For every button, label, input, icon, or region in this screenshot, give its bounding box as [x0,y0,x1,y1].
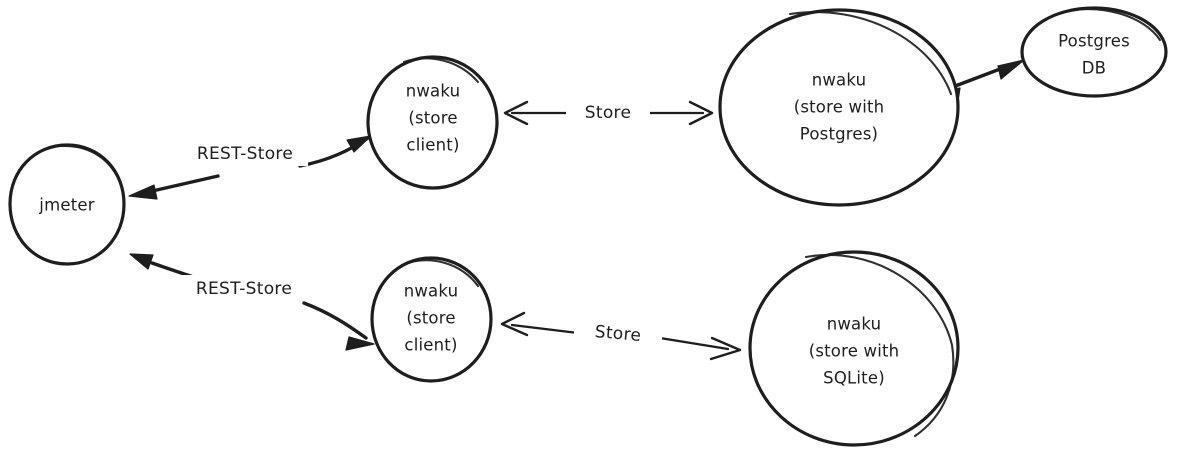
edge-store-bottom[interactable]: Store [500,311,742,361]
node-nwaku-store-sqlite-label-line-0: nwaku [827,315,882,334]
node-nwaku-store-sqlite-label-line-1: (store with [809,342,900,361]
node-jmeter-overdraw [60,144,119,178]
node-nwaku-store-postgres-label-line-1: (store with [794,98,885,117]
node-jmeter[interactable]: jmeter [8,143,126,266]
node-postgres-db[interactable]: Postgres DB [1020,6,1168,98]
node-nwaku-store-postgres-overdraw [788,11,953,96]
node-nwaku-store-sqlite-overdraw [804,253,955,438]
node-postgres-db-shape [1020,6,1168,98]
node-nwaku-store-client-bottom-shape [370,256,493,383]
edge-store-bottom-line-right [658,336,730,351]
edge-rest-store-bottom[interactable]: REST-Store [129,253,375,351]
node-nwaku-store-postgres-label-line-0: nwaku [812,71,867,90]
node-nwaku-store-sqlite-shape [748,250,960,447]
edge-rest-store-top-arrowhead-left [128,184,158,200]
node-nwaku-store-client-bottom-label-line-2: client) [404,336,457,355]
node-nwaku-store-client-top-overdraw [402,57,480,84]
edge-rest-store-bottom-arrowhead-right [345,336,375,351]
node-nwaku-store-client-bottom-overdraw [400,259,480,288]
edge-rest-store-top-label-bg [182,140,308,166]
edge-store-bottom-arrowhead-right [709,336,742,361]
node-jmeter-shape [8,143,126,266]
edge-rest-store-bottom-line-right [302,301,368,340]
node-nwaku-store-postgres-shape [718,8,960,207]
node-nwaku-store-client-bottom-label-line-1: (store [406,309,455,328]
edge-store-top-arrowhead-left [503,100,529,126]
node-nwaku-store-client-top-label-line-1: (store [408,109,457,128]
node-postgres-db-label-line-1: DB [1082,59,1106,78]
node-jmeter-label-line-0: jmeter [38,196,94,215]
node-nwaku-store-client-bottom-label-line-0: nwaku [404,282,459,301]
edge-store-bottom-label: Store [594,322,642,346]
node-nwaku-store-postgres-label-line-2: Postgres) [800,125,878,144]
node-nwaku-store-client-top[interactable]: nwaku (store client) [366,55,499,190]
edge-rest-store-bottom-label-bg [180,275,308,301]
edge-rest-store-bottom-arrowhead-left [129,253,154,270]
node-postgres-db-label-line-0: Postgres [1058,32,1130,51]
edge-store-bottom-label-bg [574,322,662,346]
edge-store-bottom-line-left [510,323,580,335]
edge-rest-store-top-line-left [146,174,220,194]
edge-store-top-arrowhead-right [688,100,714,126]
edge-postgres-link-arrowhead-right [997,59,1025,80]
node-nwaku-store-sqlite-label-line-2: SQLite) [823,369,885,388]
edge-store-bottom-arrowhead-left [500,311,529,337]
node-nwaku-store-client-top-shape [366,55,499,190]
node-postgres-db-overdraw [1060,8,1162,42]
edge-rest-store-top-arrowhead-right [346,135,372,153]
node-nwaku-store-client-top-label-line-2: client) [406,136,459,155]
node-nwaku-store-client-bottom[interactable]: nwaku (store client) [370,256,493,383]
edge-rest-store-top[interactable]: REST-Store [128,135,372,200]
edge-rest-store-bottom-label: REST-Store [196,279,292,299]
node-nwaku-store-sqlite[interactable]: nwaku (store with SQLite) [748,250,960,447]
edge-store-top[interactable]: Store [503,100,714,126]
edge-store-top-label-bg [566,101,650,125]
edge-store-top-label: Store [585,103,631,123]
node-nwaku-store-postgres[interactable]: nwaku (store with Postgres) [718,8,960,207]
edge-rest-store-top-label: REST-Store [197,144,293,164]
node-nwaku-store-client-top-label-line-0: nwaku [406,82,461,101]
